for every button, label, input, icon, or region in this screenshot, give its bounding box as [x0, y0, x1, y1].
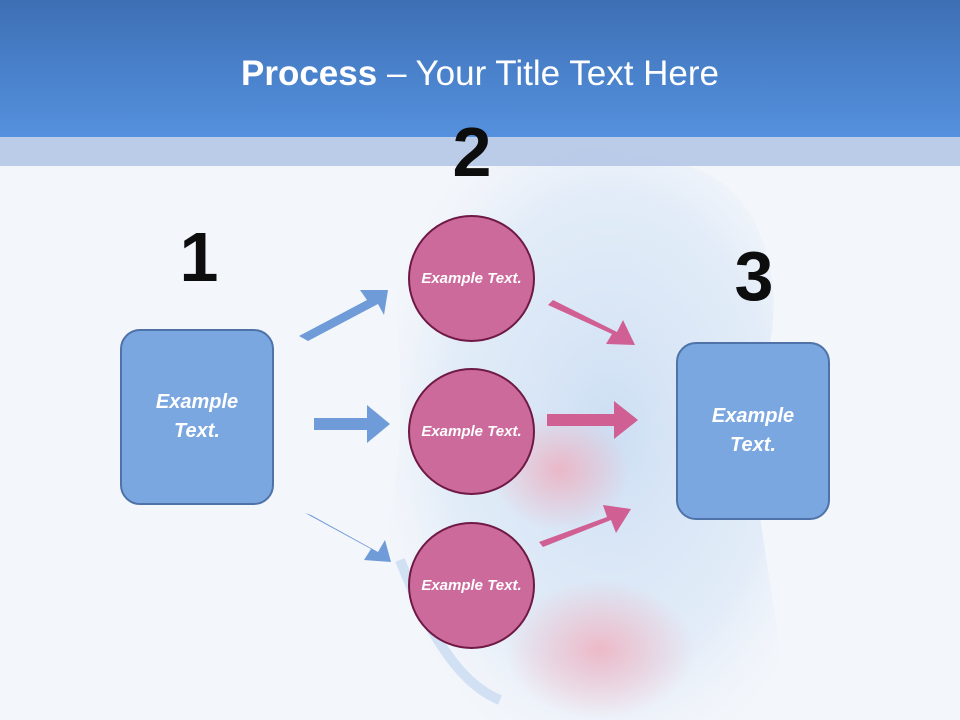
title-bar: Process – Your Title Text Here [0, 0, 960, 137]
step-2-circle-2[interactable]: Example Text. [408, 368, 535, 495]
slide-title: Process – Your Title Text Here [0, 52, 960, 96]
step-number-2: 2 [452, 113, 492, 191]
circle-1-text: Example Text. [421, 270, 522, 287]
title-bold: Process [241, 54, 378, 93]
step-3-box[interactable]: Example Text. [676, 342, 830, 520]
step-2-circle-3[interactable]: Example Text. [408, 522, 535, 649]
step-number-3: 3 [734, 237, 774, 315]
step-number-1: 1 [179, 218, 219, 296]
circle-3-text: Example Text. [421, 577, 522, 594]
step-1-box[interactable]: Example Text. [120, 329, 274, 505]
step-1-text: Example Text. [155, 391, 239, 442]
title-rest: – Your Title Text Here [377, 54, 719, 93]
step-3-text: Example Text. [711, 405, 795, 456]
title-underband [0, 137, 960, 166]
step-2-circle-1[interactable]: Example Text. [408, 215, 535, 342]
circle-2-text: Example Text. [421, 423, 522, 440]
